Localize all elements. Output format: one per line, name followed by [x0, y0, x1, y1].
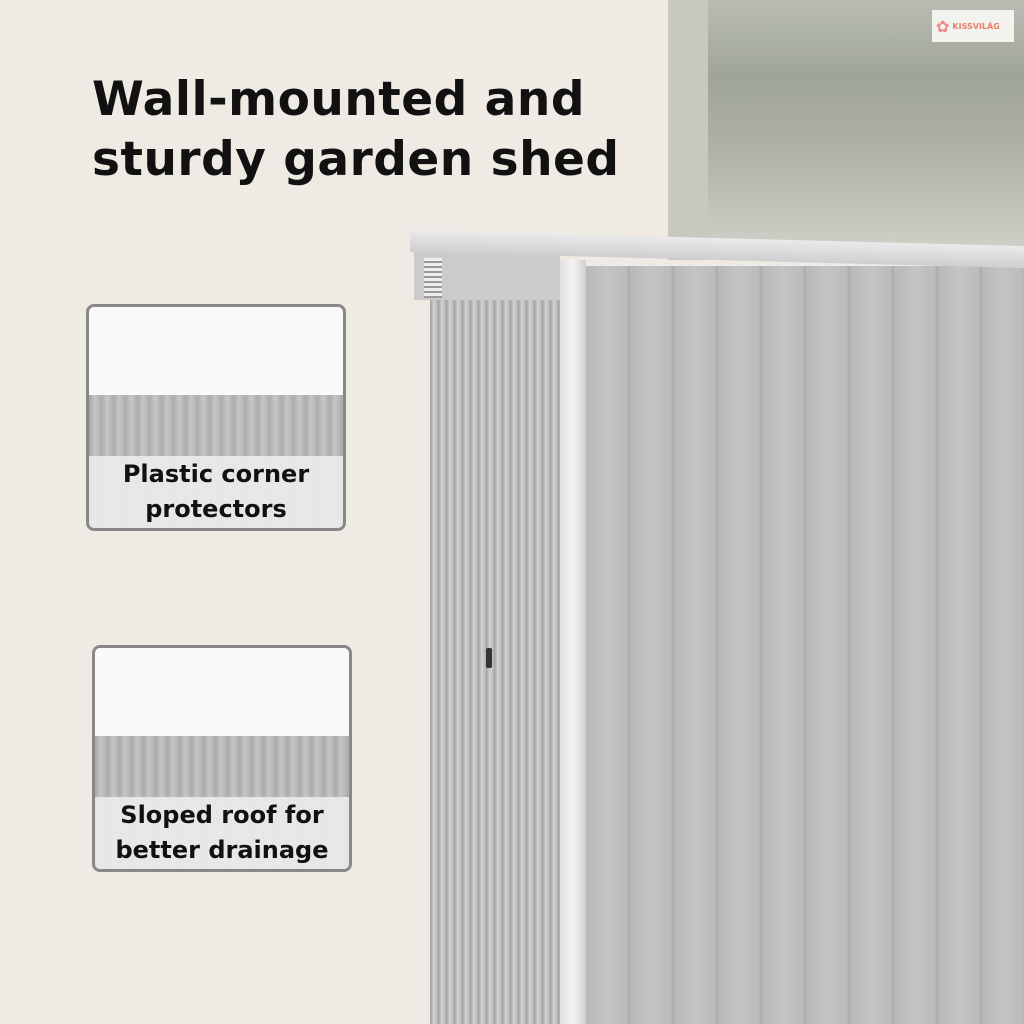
feature-label-line: better drainage: [115, 836, 329, 864]
card-photo-sky: [89, 307, 343, 396]
headline-line-2: sturdy garden shed: [92, 132, 620, 187]
feature-label-line: Sloped roof for: [120, 801, 324, 829]
flower-icon: ✿: [936, 16, 950, 36]
brand-name: KISSVILÁG: [952, 21, 1000, 31]
headline-line-1: Wall-mounted and: [92, 72, 585, 127]
door-handle: [486, 648, 492, 668]
feature-label: Plastic corner protectors: [89, 456, 343, 528]
card-photo-sky: [95, 648, 349, 737]
feature-card-sloped-roof: Sloped roof for better drainage: [92, 645, 352, 872]
corner-frame: [560, 260, 586, 1024]
shed-door: [430, 300, 560, 1024]
garden-shed-image: [410, 230, 1024, 1024]
headline: Wall-mounted and sturdy garden shed: [92, 70, 620, 190]
feature-label: Sloped roof for better drainage: [95, 797, 349, 869]
brand-logo: ✿ KISSVILÁG: [932, 10, 1014, 42]
background-pillar: [668, 0, 708, 260]
feature-label-line: Plastic corner: [122, 460, 310, 488]
feature-card-corner-protectors: Plastic corner protectors: [86, 304, 346, 531]
shed-side-wall: [586, 266, 1024, 1024]
background-blur: [668, 0, 1024, 260]
vent-icon: [424, 258, 442, 298]
feature-label-line: protectors: [145, 495, 287, 523]
